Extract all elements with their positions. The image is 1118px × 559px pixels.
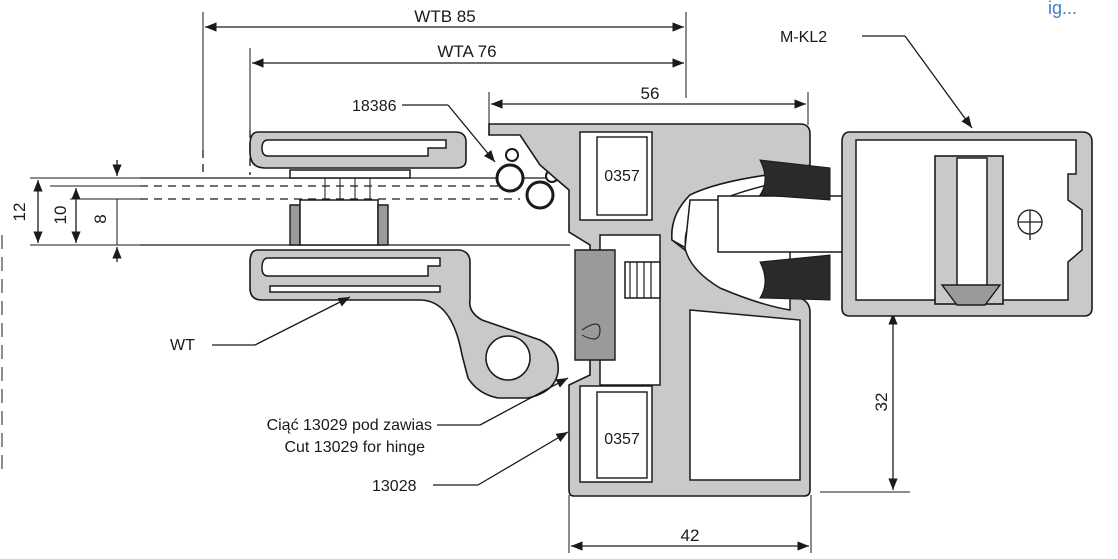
profile-mkl2 xyxy=(841,131,1093,317)
label-cut-en: Cut 13029 for hinge xyxy=(284,439,425,456)
gasket-18386 xyxy=(495,148,559,210)
dimension-wtb-label: WTB 85 xyxy=(414,7,475,26)
dimension-8-label: 8 xyxy=(91,214,110,223)
callout-18386: 18386 xyxy=(352,98,496,163)
label-wt: WT xyxy=(170,337,195,354)
profile-13028: 0357 0357 xyxy=(488,123,811,497)
dimension-32: 32 xyxy=(820,310,910,493)
label-cut-pl: Ciąć 13029 pod zawias xyxy=(267,417,432,434)
label-18386: 18386 xyxy=(352,98,397,115)
callout-wt: WT xyxy=(170,296,351,354)
label-13028: 13028 xyxy=(372,478,417,495)
callout-13028: 13028 xyxy=(372,431,569,495)
dimension-wta-label: WTA 76 xyxy=(437,42,496,61)
dimension-wtb: WTB 85 xyxy=(202,7,687,150)
dimension-12-label: 12 xyxy=(10,203,29,222)
dimension-10-label: 10 xyxy=(51,206,70,225)
dimension-glass: 12 10 8 xyxy=(10,160,140,262)
dimension-56: 56 xyxy=(488,84,809,125)
callout-cut-13029: Ciąć 13029 pod zawias Cut 13029 for hing… xyxy=(267,377,569,456)
callout-mkl2: M-KL2 xyxy=(780,29,973,129)
dimension-56-label: 56 xyxy=(641,84,660,103)
corner-text: ig... xyxy=(1048,0,1077,18)
insert-label-top: 0357 xyxy=(604,168,640,185)
dimension-42: 42 xyxy=(568,495,812,553)
label-mkl2: M-KL2 xyxy=(780,29,827,46)
insert-label-bottom: 0357 xyxy=(604,431,640,448)
dimension-42-label: 42 xyxy=(681,526,700,545)
dimension-32-label: 32 xyxy=(872,393,891,412)
dimension-wta: WTA 76 xyxy=(249,42,684,130)
profile-wt xyxy=(249,131,559,399)
